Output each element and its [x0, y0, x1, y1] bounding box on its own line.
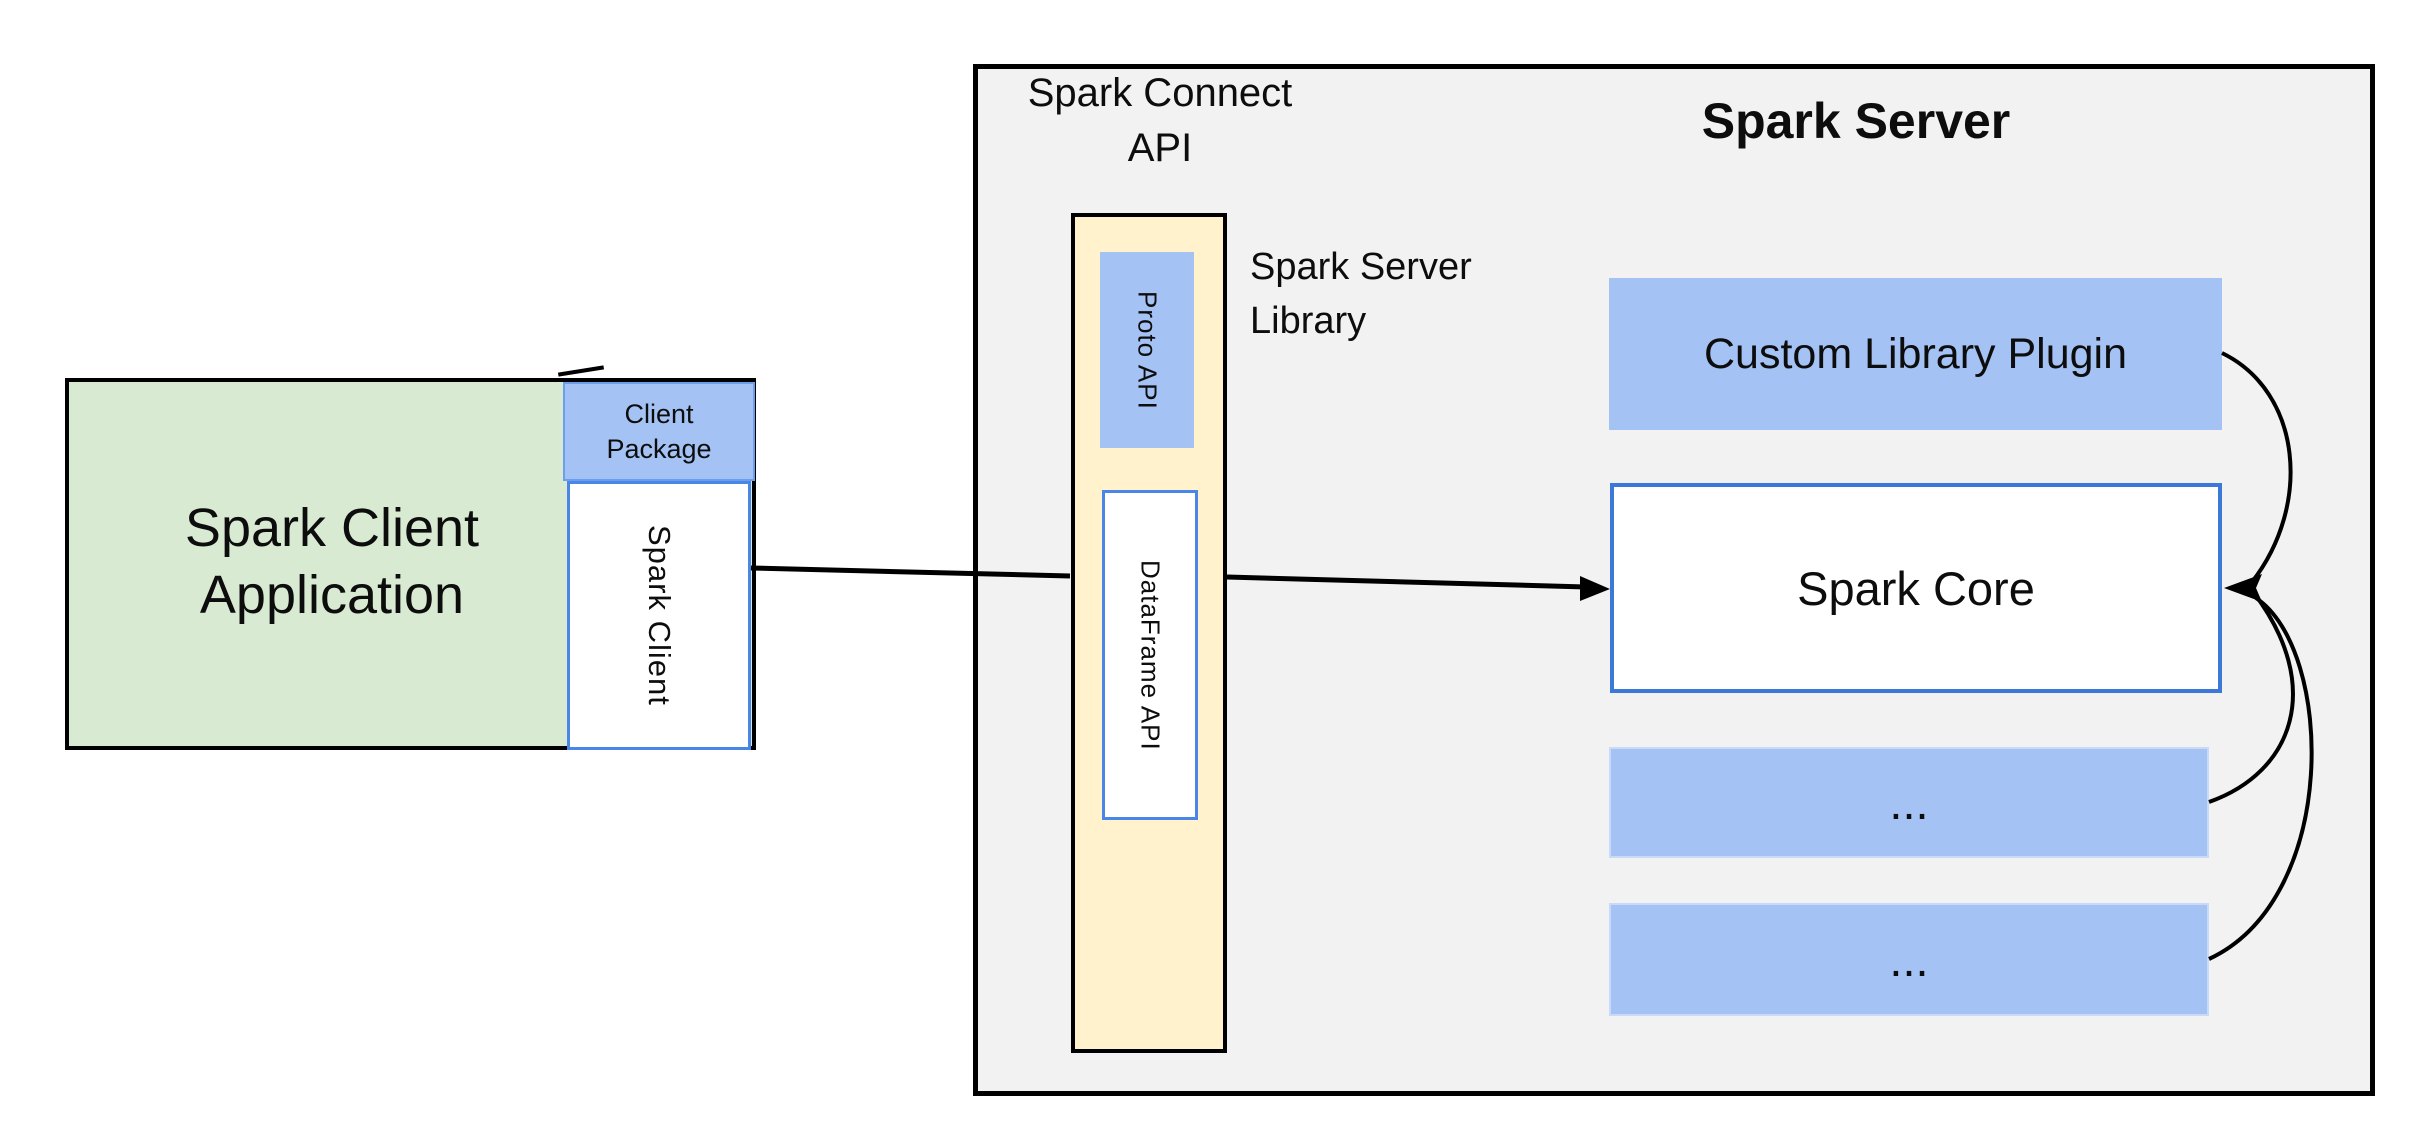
- proto-api-box: Proto API: [1100, 252, 1194, 448]
- plugin-slot-2-box: ...: [1609, 903, 2209, 1016]
- plugin-slot-1-box: ...: [1609, 747, 2209, 858]
- spark-connect-api-title: Spark Connect API: [1027, 71, 1293, 170]
- dataframe-api-box: DataFrame API: [1102, 490, 1198, 820]
- proto-api-label: Proto API: [1132, 290, 1163, 410]
- spark-server-title: Spark Server: [1701, 93, 2011, 149]
- custom-library-plugin-box: Custom Library Plugin: [1609, 278, 2222, 430]
- custom-library-plugin-label: Custom Library Plugin: [1703, 329, 2127, 378]
- plugin-slot-2-label: ...: [1889, 933, 1929, 986]
- spark-client-application-label: Spark Client Application: [184, 498, 480, 625]
- spark-core-label: Spark Core: [1797, 561, 2035, 615]
- spark-client-box: Spark Client: [567, 481, 751, 750]
- client-package-box: Client Package: [563, 382, 755, 481]
- spark-client-label: Spark Client: [642, 525, 677, 706]
- spark-core-box: Spark Core: [1610, 483, 2222, 693]
- dataframe-api-label: DataFrame API: [1135, 559, 1166, 751]
- client-package-label: Client Package: [606, 398, 712, 464]
- box-border-tick: [557, 365, 605, 377]
- spark-server-library-label: Spark Server Library: [1250, 246, 1472, 342]
- plugin-slot-1-label: ...: [1889, 776, 1929, 829]
